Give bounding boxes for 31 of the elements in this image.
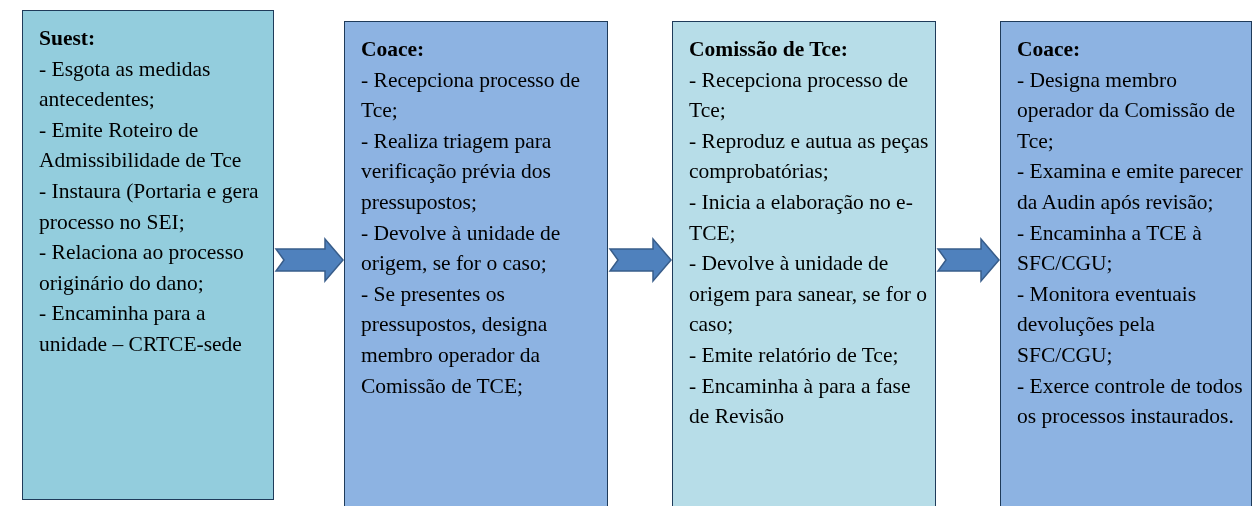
list-item: - Examina e emite parecer da Audin após revisão; bbox=[1017, 158, 1244, 216]
list-item: - Exerce controle de todos os processos instaurados. bbox=[1017, 372, 1244, 431]
process-box bbox=[344, 21, 608, 506]
box-heading: Coace: bbox=[361, 36, 426, 63]
list-item: - Realiza triagem para verificação prévia dos pressupostos; bbox=[361, 127, 553, 216]
block-arrow bbox=[936, 236, 1000, 284]
block-arrow bbox=[274, 236, 344, 284]
list-item: - Relaciona ao processo originário do dano; bbox=[39, 239, 245, 297]
list-item: - Inicia a elaboração no e-TCE; bbox=[689, 188, 914, 247]
box-heading: Comissão de Tce: bbox=[689, 36, 849, 63]
list-item: - Encaminha a TCE à SFC/CGU; bbox=[1017, 219, 1203, 278]
list-item: - Esgota as medidas antecedentes; bbox=[39, 55, 212, 114]
process-box bbox=[1000, 21, 1252, 506]
list-item: - Encaminha à para a fase de Revisão bbox=[689, 372, 912, 431]
list-item: - Recepciona processo de Tce; bbox=[361, 66, 582, 125]
list-item: - Reproduz e autua as peças comprobatórias; bbox=[689, 127, 929, 186]
list-item: - Devolve à unidade de origem, se for o caso; bbox=[361, 219, 562, 278]
list-item: - Devolve à unidade de origem para sanear, se for o caso; bbox=[689, 250, 928, 339]
block-arrow bbox=[608, 236, 672, 284]
box-heading: Suest: bbox=[39, 25, 97, 52]
list-item: - Emite Roteiro de Admissibilidade de Tce bbox=[39, 116, 243, 175]
list-item: - Recepciona processo de Tce; bbox=[689, 66, 910, 125]
list-item: - Se presentes os pressupostos, designa membro operador da Comissão de TCE; bbox=[361, 280, 549, 400]
list-item: - Emite relatório de Tce; bbox=[689, 341, 900, 369]
process-box bbox=[672, 21, 936, 506]
process-box bbox=[22, 10, 274, 500]
list-item: - Monitora eventuais devoluções pela SFC/CGU; bbox=[1017, 280, 1198, 369]
list-item: - Designa membro operador da Comissão de Tce; bbox=[1017, 66, 1236, 155]
list-item: - Instaura (Portaria e gera processo no SEI; bbox=[39, 177, 260, 236]
list-item: - Encaminha para a unidade – CRTCE-sede bbox=[39, 300, 243, 358]
box-heading: Coace: bbox=[1017, 36, 1082, 63]
